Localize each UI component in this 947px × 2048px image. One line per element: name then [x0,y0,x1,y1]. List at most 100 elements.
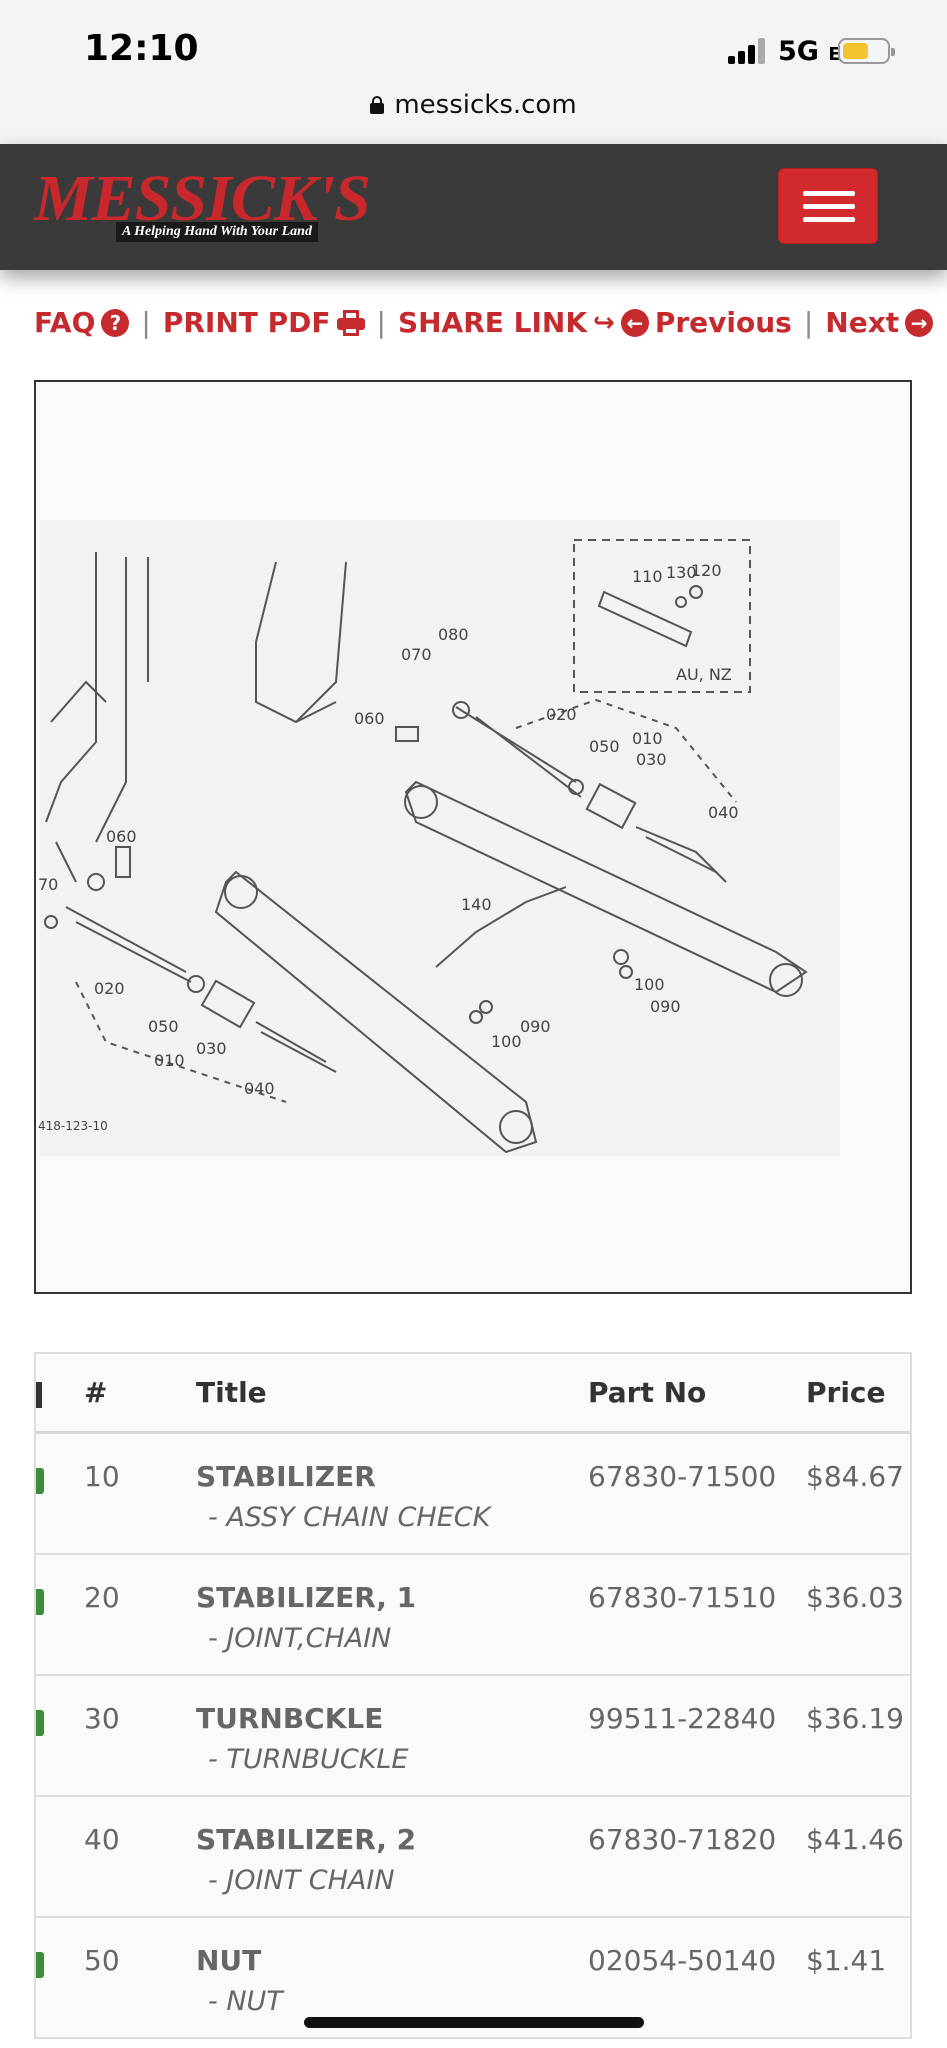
row-number: 50 [84,1944,120,1977]
header-marker [36,1382,42,1408]
faq-link[interactable]: FAQ ? [34,306,130,339]
callout-label: 020 [94,979,125,998]
row-status-marker [36,1589,44,1615]
callout-label: 030 [196,1039,227,1058]
previous-label: Previous [654,306,792,339]
separator: | [803,306,814,339]
figure-number: 418-123-10 [38,1119,108,1133]
row-status-marker [36,1468,44,1494]
row-price: $36.19 [806,1702,904,1735]
row-part-number[interactable]: 99511-22840 [588,1702,777,1735]
row-description: - JOINT,CHAIN [208,1623,392,1654]
status-time: 12:10 [84,28,199,69]
row-number: 10 [84,1460,120,1493]
callout-label: 70 [38,875,58,894]
callout-label: 110 [632,567,663,586]
header-title[interactable]: Title [196,1376,267,1409]
row-description: - NUT [208,1986,283,2017]
table-row[interactable]: 50 NUT - NUT 02054-50140 $1.41 [36,1918,910,2039]
row-description: - JOINT CHAIN [208,1865,395,1896]
callout-label: 140 [461,895,492,914]
callout-label: 090 [650,997,681,1016]
row-part-number[interactable]: 67830-71820 [588,1823,777,1856]
callout-label: 100 [491,1032,522,1051]
parts-diagram-drawing: 080 070 060 020 010 050 030 040 110 130 … [38,520,840,1156]
callout-label: 050 [148,1017,179,1036]
print-pdf-link[interactable]: PRINT PDF [163,306,365,339]
row-part-number[interactable]: 67830-71500 [588,1460,777,1493]
previous-link[interactable]: ← Previous [620,306,792,339]
arrow-left-circle-icon: ← [620,308,649,337]
callout-label: 100 [634,975,665,994]
row-title[interactable]: NUT [196,1944,262,1977]
row-part-number[interactable]: 02054-50140 [588,1944,777,1977]
lock-icon [370,96,385,114]
parts-table: # Title Part No Price 10 STABILIZER - ASSY… [34,1352,912,2039]
header-part-no[interactable]: Part No [588,1376,707,1409]
callout-label: 070 [401,645,432,664]
row-number: 40 [84,1823,120,1856]
row-description: - ASSY CHAIN CHECK [208,1502,491,1533]
share-icon: ↪ [593,307,615,338]
network-type: 5G E [778,36,841,67]
row-status-marker [36,1952,44,1978]
row-number: 30 [84,1702,120,1735]
header-price[interactable]: Price [806,1376,886,1409]
parts-diagram[interactable]: 080 070 060 020 010 050 030 040 110 130 … [34,380,912,1294]
callout-label: 040 [708,803,739,822]
row-price: $36.03 [806,1581,904,1614]
callout-label: 090 [520,1017,551,1036]
callout-label: 050 [589,737,620,756]
status-bar: 12:10 5G E [0,0,947,86]
logo-tagline: A Helping Hand With Your Land [116,222,318,242]
next-label: Next [825,306,900,339]
callout-label: 030 [636,750,667,769]
site-header: MESSICK'S A Helping Hand With Your Land [0,144,947,270]
separator: | [141,306,151,339]
faq-label: FAQ [34,306,96,339]
url-text: messicks.com [394,90,577,120]
site-logo[interactable]: MESSICK'S A Helping Hand With Your Land [34,166,384,246]
signal-strength-icon [728,38,768,64]
separator: | [376,306,386,339]
share-link[interactable]: SHARE LINK ↪ [398,306,615,339]
battery-icon [838,38,895,64]
table-row[interactable]: 40 STABILIZER, 2 - JOINT CHAIN 67830-71820 $… [36,1797,910,1918]
callout-label: 120 [691,561,722,580]
question-circle-icon: ? [101,308,130,337]
callout-label: 060 [354,709,385,728]
logo-wordmark: MESSICK'S [34,162,371,235]
printer-icon [336,309,365,336]
row-description: - TURNBUCKLE [208,1744,409,1775]
row-title[interactable]: STABILIZER, 2 [196,1823,417,1856]
header-number[interactable]: # [84,1376,108,1409]
callout-label: 040 [244,1079,275,1098]
hamburger-menu-button[interactable] [778,168,878,244]
callout-label: 020 [546,705,577,724]
table-row[interactable]: 30 TURNBCKLE - TURNBUCKLE 99511-22840 $36.19 [36,1676,910,1797]
row-title[interactable]: TURNBCKLE [196,1702,384,1735]
row-status-marker [36,1710,44,1736]
next-link[interactable]: Next → [825,306,934,339]
row-price: $1.41 [806,1944,887,1977]
table-header: # Title Part No Price [36,1354,910,1434]
table-row[interactable]: 10 STABILIZER - ASSY CHAIN CHECK 67830-7150… [36,1434,910,1555]
callout-label: AU, NZ [676,665,732,684]
share-link-label: SHARE LINK [397,306,588,339]
action-links: FAQ ? | PRINT PDF | SHARE LINK ↪ ← Previ… [34,306,934,339]
row-title[interactable]: STABILIZER, 1 [196,1581,417,1614]
callout-label: 080 [438,625,469,644]
home-indicator [304,2017,644,2028]
callout-label: 130 [666,563,697,582]
row-price: $41.46 [806,1823,904,1856]
print-pdf-label: PRINT PDF [162,306,331,339]
callout-label: 010 [154,1051,185,1070]
url-bar[interactable]: messicks.com [0,86,947,144]
row-title[interactable]: STABILIZER [196,1460,376,1493]
callout-label: 060 [106,827,137,846]
row-price: $84.67 [806,1460,904,1493]
row-part-number[interactable]: 67830-71510 [588,1581,777,1614]
callout-label: 010 [632,729,663,748]
table-row[interactable]: 20 STABILIZER, 1 - JOINT,CHAIN 67830-71510 $… [36,1555,910,1676]
row-number: 20 [84,1581,120,1614]
